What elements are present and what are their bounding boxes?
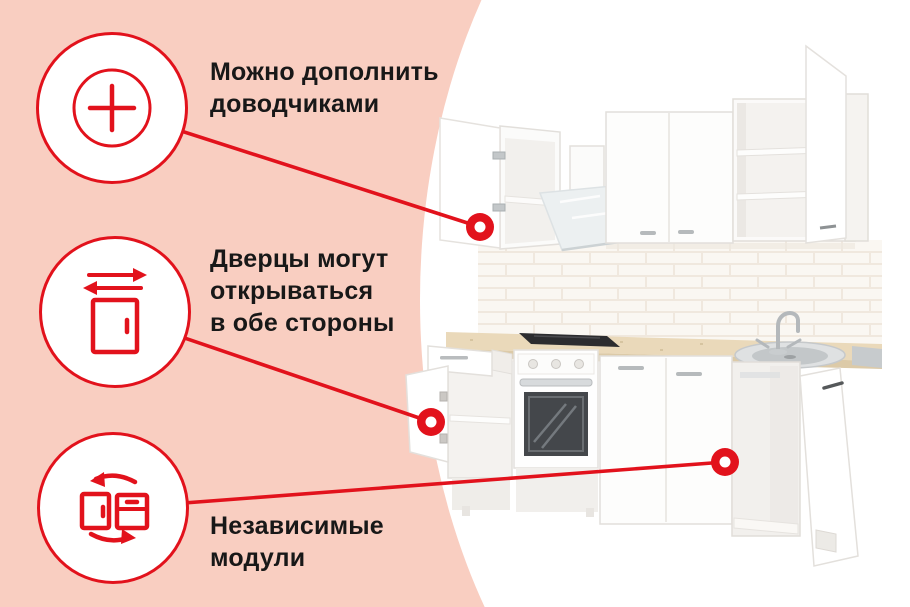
- caption-line: доводчиками: [210, 90, 380, 118]
- feature-bubble-doors: [39, 236, 191, 388]
- wall-cabinet-door-ajar: [805, 44, 869, 244]
- connector-line-3: [117, 460, 726, 510]
- feature-bubble-modules: [37, 432, 189, 584]
- built-in-oven: [513, 349, 599, 517]
- caption-line: Можно дополнить: [210, 58, 439, 86]
- callout-marker-2: [417, 408, 445, 436]
- kitchen-illustration: [405, 44, 882, 567]
- caption-line: Независимые: [210, 512, 384, 540]
- caption-line: открываться: [210, 277, 374, 305]
- callout-marker-3: [711, 448, 739, 476]
- caption-line: Дверцы могут: [210, 245, 389, 273]
- induction-cooktop: [519, 333, 620, 347]
- base-cabinet-two-doors: [599, 355, 733, 525]
- feature-caption-doors: Дверцы могут открываться в обе стороны: [210, 243, 395, 339]
- feature-bubble-closers: [36, 32, 188, 184]
- caption-line: модули: [210, 544, 306, 572]
- callout-markers: [417, 213, 739, 476]
- plus-circle-icon: [72, 68, 152, 148]
- door-swing-both-ways-icon: [83, 268, 147, 355]
- feature-caption-modules: Независимые модули: [210, 510, 384, 574]
- wall-cabinet-two-doors: [605, 111, 734, 244]
- faucet: [755, 311, 802, 355]
- open-base-module: [731, 361, 859, 567]
- base-module-open-left: [405, 345, 513, 516]
- caption-line: в обе стороны: [210, 309, 395, 337]
- independent-modules-icon: [79, 472, 150, 544]
- feature-caption-closers: Можно дополнить доводчиками: [210, 56, 439, 120]
- wall-cabinet-open-door: [439, 117, 561, 250]
- callout-marker-1: [466, 213, 494, 241]
